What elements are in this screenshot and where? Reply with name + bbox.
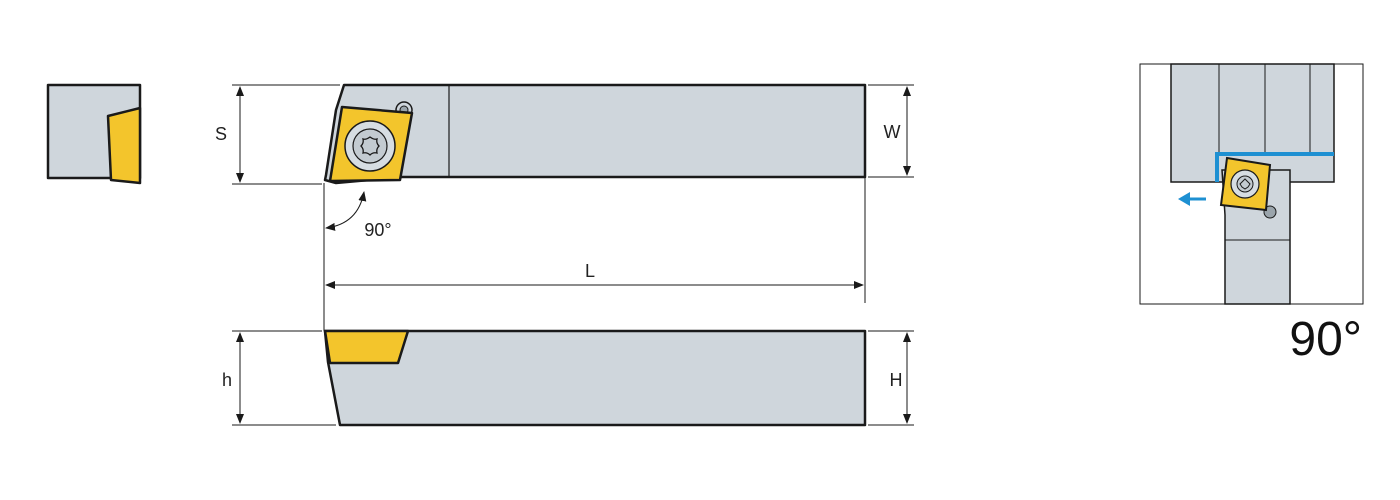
top-view: [323, 83, 867, 185]
application-inset: 90°: [1139, 63, 1364, 366]
side-view: [323, 329, 867, 427]
dimension-w: W: [868, 84, 914, 178]
dimension-h-large: H: [868, 330, 914, 426]
dimension-h-small-label: h: [222, 370, 232, 390]
dimension-angle: 90°: [323, 183, 392, 331]
dimension-h-large-label: H: [890, 370, 903, 390]
arrow-left-icon: [1178, 192, 1206, 206]
side-view-insert: [323, 329, 410, 365]
dimension-s: S: [215, 84, 340, 185]
dimension-l-label: L: [585, 261, 595, 281]
machined-profile: [1215, 152, 1334, 182]
end-view-insert: [106, 106, 142, 185]
inset-torx-screw-icon: [1230, 169, 1260, 199]
dimension-h-small: h: [222, 330, 336, 426]
dimension-w-label: W: [884, 122, 901, 142]
end-view: [46, 83, 142, 185]
dimension-l: L: [325, 178, 866, 303]
dimension-angle-label: 90°: [364, 220, 391, 240]
top-view-holder: [323, 83, 867, 185]
inset-angle-label: 90°: [1289, 313, 1362, 366]
torx-screw-icon: [344, 120, 396, 172]
side-view-holder: [323, 329, 867, 427]
dimension-s-label: S: [215, 124, 227, 144]
